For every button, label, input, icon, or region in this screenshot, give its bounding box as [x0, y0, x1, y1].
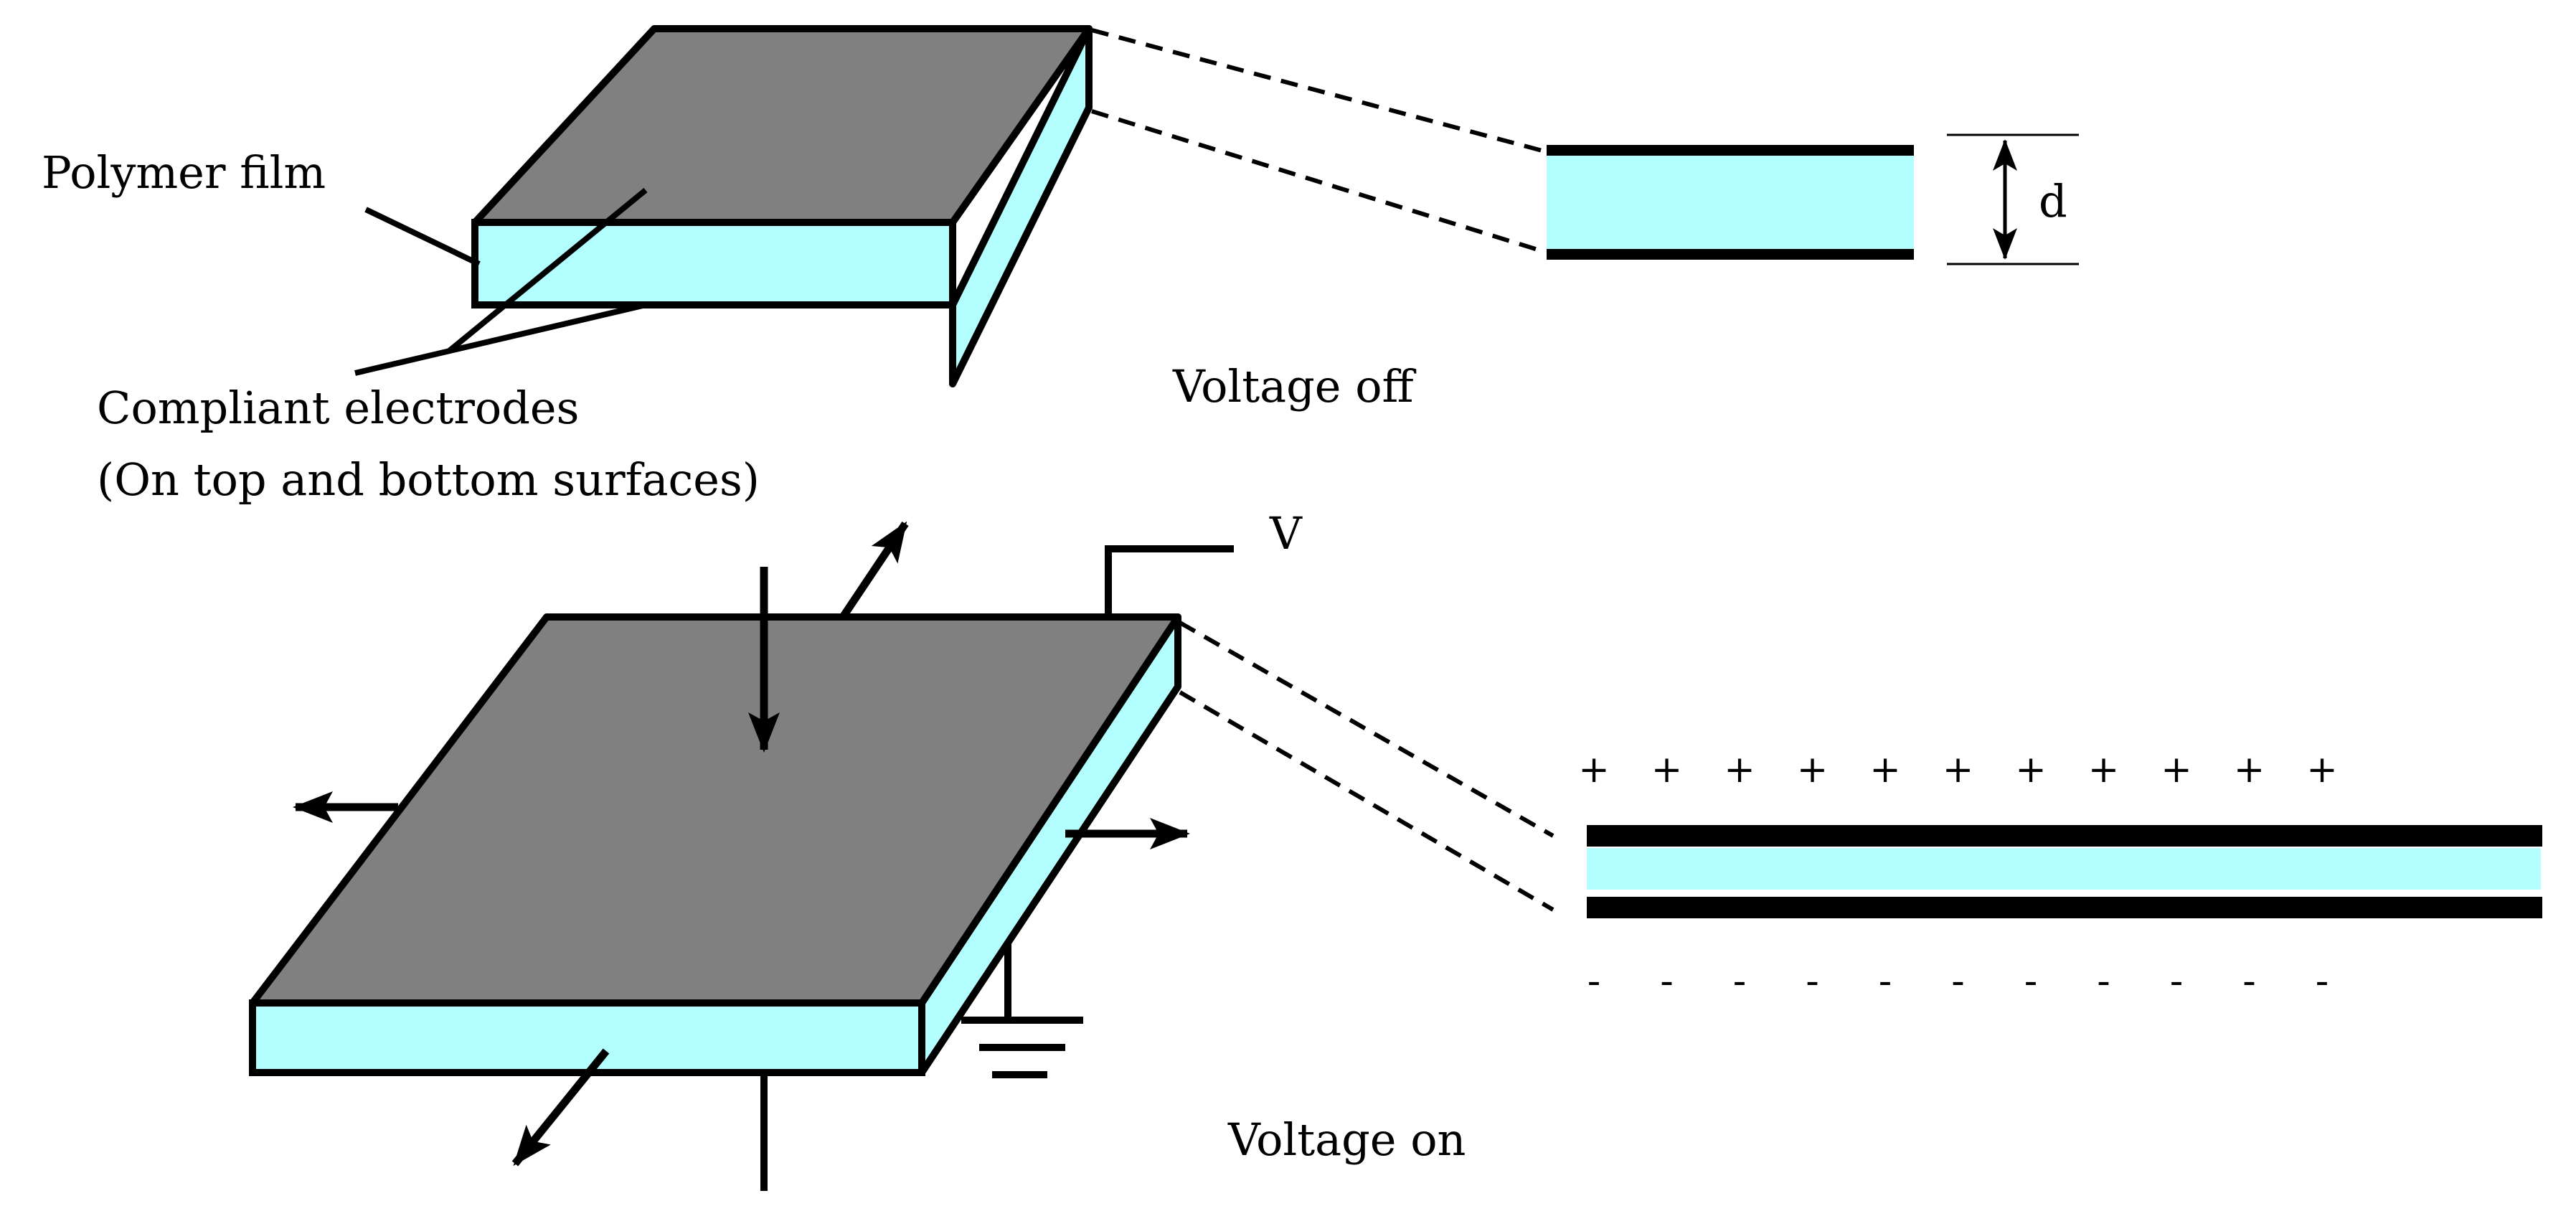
top-electrode-face: [471, 25, 1093, 226]
negative-charge-sign: -: [1806, 960, 1819, 1003]
bottom-electrode-layer: [1587, 897, 2542, 918]
polymer-film-leader-line: [364, 207, 481, 267]
top-electrode-layer: [1547, 145, 1914, 156]
voltage-symbol-label: V: [1269, 507, 1303, 560]
negative-charge-sign: -: [2024, 960, 2038, 1003]
positive-charge-sign: +: [2161, 748, 2192, 791]
cross-section-off: [1547, 145, 1914, 260]
voltage-supply-wire: [1105, 545, 1234, 618]
thickness-label: d: [2039, 175, 2067, 227]
bottom-electrode-layer: [1547, 249, 1914, 260]
positive-charge-sign: +: [1578, 748, 1610, 791]
polymer-film-label: Polymer film: [42, 146, 326, 199]
negative-charge-sign: -: [1879, 960, 1892, 1003]
positive-charge-row: + + + + + + + + + + +: [1578, 748, 2338, 791]
negative-charge-sign: -: [2242, 960, 2256, 1003]
projection-dashed-line: [1091, 109, 1543, 253]
projection-dashed-line: [1091, 28, 1543, 153]
negative-charge-sign: -: [2316, 960, 2329, 1003]
film-layer: [1587, 848, 2541, 890]
film-layer: [1547, 152, 1914, 253]
positive-charge-sign: +: [1797, 748, 1829, 791]
positive-charge-sign: +: [2306, 748, 2338, 791]
actuator-on-block: [249, 613, 1181, 1076]
ground-symbol: [961, 943, 1083, 1078]
expansion-arrow-front: [511, 1048, 610, 1167]
film-front-face: [471, 219, 956, 308]
negative-charge-sign: -: [1587, 960, 1601, 1003]
negative-charge-row: -----------: [1587, 960, 2329, 1003]
electrodes-leader-line-top: [446, 187, 648, 354]
projection-dashed-line: [1179, 690, 1554, 912]
negative-charge-sign: -: [2097, 960, 2110, 1003]
positive-charge-sign: +: [1943, 748, 1974, 791]
positive-charge-sign: +: [2088, 748, 2120, 791]
projection-dashed-line: [1179, 621, 1554, 838]
top-electrode-layer: [1587, 825, 2542, 847]
negative-charge-sign: -: [1733, 960, 1747, 1003]
voltage-off-label: Voltage off: [1172, 360, 1417, 413]
positive-charge-sign: +: [1651, 748, 1683, 791]
cross-section-on: [1587, 825, 2542, 918]
electrodes-leader-line-bottom: [354, 302, 646, 376]
expansion-arrow-back: [839, 521, 909, 620]
top-electrode-face: [249, 613, 1181, 1007]
positive-charge-sign: +: [2015, 748, 2047, 791]
positive-charge-sign: +: [2234, 748, 2265, 791]
film-front-face: [249, 999, 925, 1076]
compliant-electrodes-label: Compliant electrodes: [97, 382, 579, 434]
thickness-dimension: [1947, 133, 2079, 265]
positive-charge-sign: +: [1724, 748, 1755, 791]
electrodes-location-label: (On top and bottom surfaces): [97, 453, 760, 506]
positive-charge-sign: +: [1869, 748, 1901, 791]
film-side-face: [949, 25, 1093, 387]
actuator-off-block: [471, 25, 1093, 387]
negative-charge-sign: -: [1951, 960, 1965, 1003]
negative-charge-sign: -: [2170, 960, 2184, 1003]
voltage-on-label: Voltage on: [1227, 1113, 1466, 1166]
negative-charge-sign: -: [1660, 960, 1674, 1003]
